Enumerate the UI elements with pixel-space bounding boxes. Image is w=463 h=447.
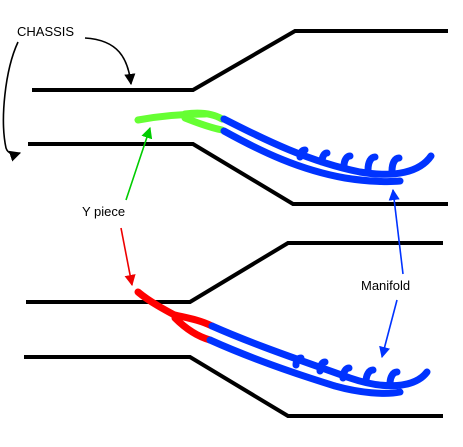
lower-chassis bbox=[24, 241, 443, 418]
lower-y-piece bbox=[134, 288, 216, 344]
chassis-arrow-to-top-rail bbox=[84, 37, 136, 86]
upper-manifold-runner bbox=[318, 149, 331, 166]
upper-manifold-runner bbox=[388, 154, 403, 175]
lower-manifold-runner bbox=[316, 358, 329, 375]
lower-chassis-bottom-rail bbox=[24, 355, 443, 418]
upper-manifold-runner bbox=[340, 152, 354, 170]
lower-manifold-runner bbox=[292, 354, 305, 369]
lower-manifold-runner bbox=[339, 364, 353, 382]
upper-chassis-top-rail bbox=[32, 29, 448, 92]
manifold-label: Manifold bbox=[361, 278, 410, 293]
upper-y-piece-branch-bottom bbox=[181, 114, 226, 134]
upper-manifold-tube-top bbox=[220, 115, 435, 178]
manifold-arrow-down bbox=[379, 299, 398, 359]
lower-manifold bbox=[206, 322, 431, 397]
lower-manifold-tube-bottom bbox=[206, 336, 404, 397]
upper-manifold-runner bbox=[364, 153, 379, 174]
lower-y-piece-branch-bottom bbox=[171, 314, 214, 344]
upper-chassis bbox=[28, 29, 448, 206]
lower-manifold-runner bbox=[386, 368, 401, 388]
upper-chassis-bottom-rail bbox=[28, 142, 448, 206]
lower-chassis-top-rail bbox=[26, 241, 443, 304]
upper-manifold bbox=[220, 115, 435, 186]
manifold-arrow-up bbox=[388, 188, 404, 275]
lower-manifold-runner bbox=[362, 366, 377, 386]
upper-manifold-runner bbox=[296, 146, 309, 161]
y-piece-arrow-down bbox=[120, 227, 136, 287]
upper-y-piece-branch-top bbox=[181, 109, 226, 123]
upper-manifold-tube-bottom bbox=[220, 127, 404, 186]
y-piece-label: Y piece bbox=[82, 204, 125, 219]
upper-y-piece bbox=[134, 109, 226, 134]
y-piece-arrow-up bbox=[125, 126, 153, 201]
chassis-arrow-to-bottom-rail bbox=[2, 41, 22, 162]
chassis-label: CHASSIS bbox=[17, 24, 74, 39]
